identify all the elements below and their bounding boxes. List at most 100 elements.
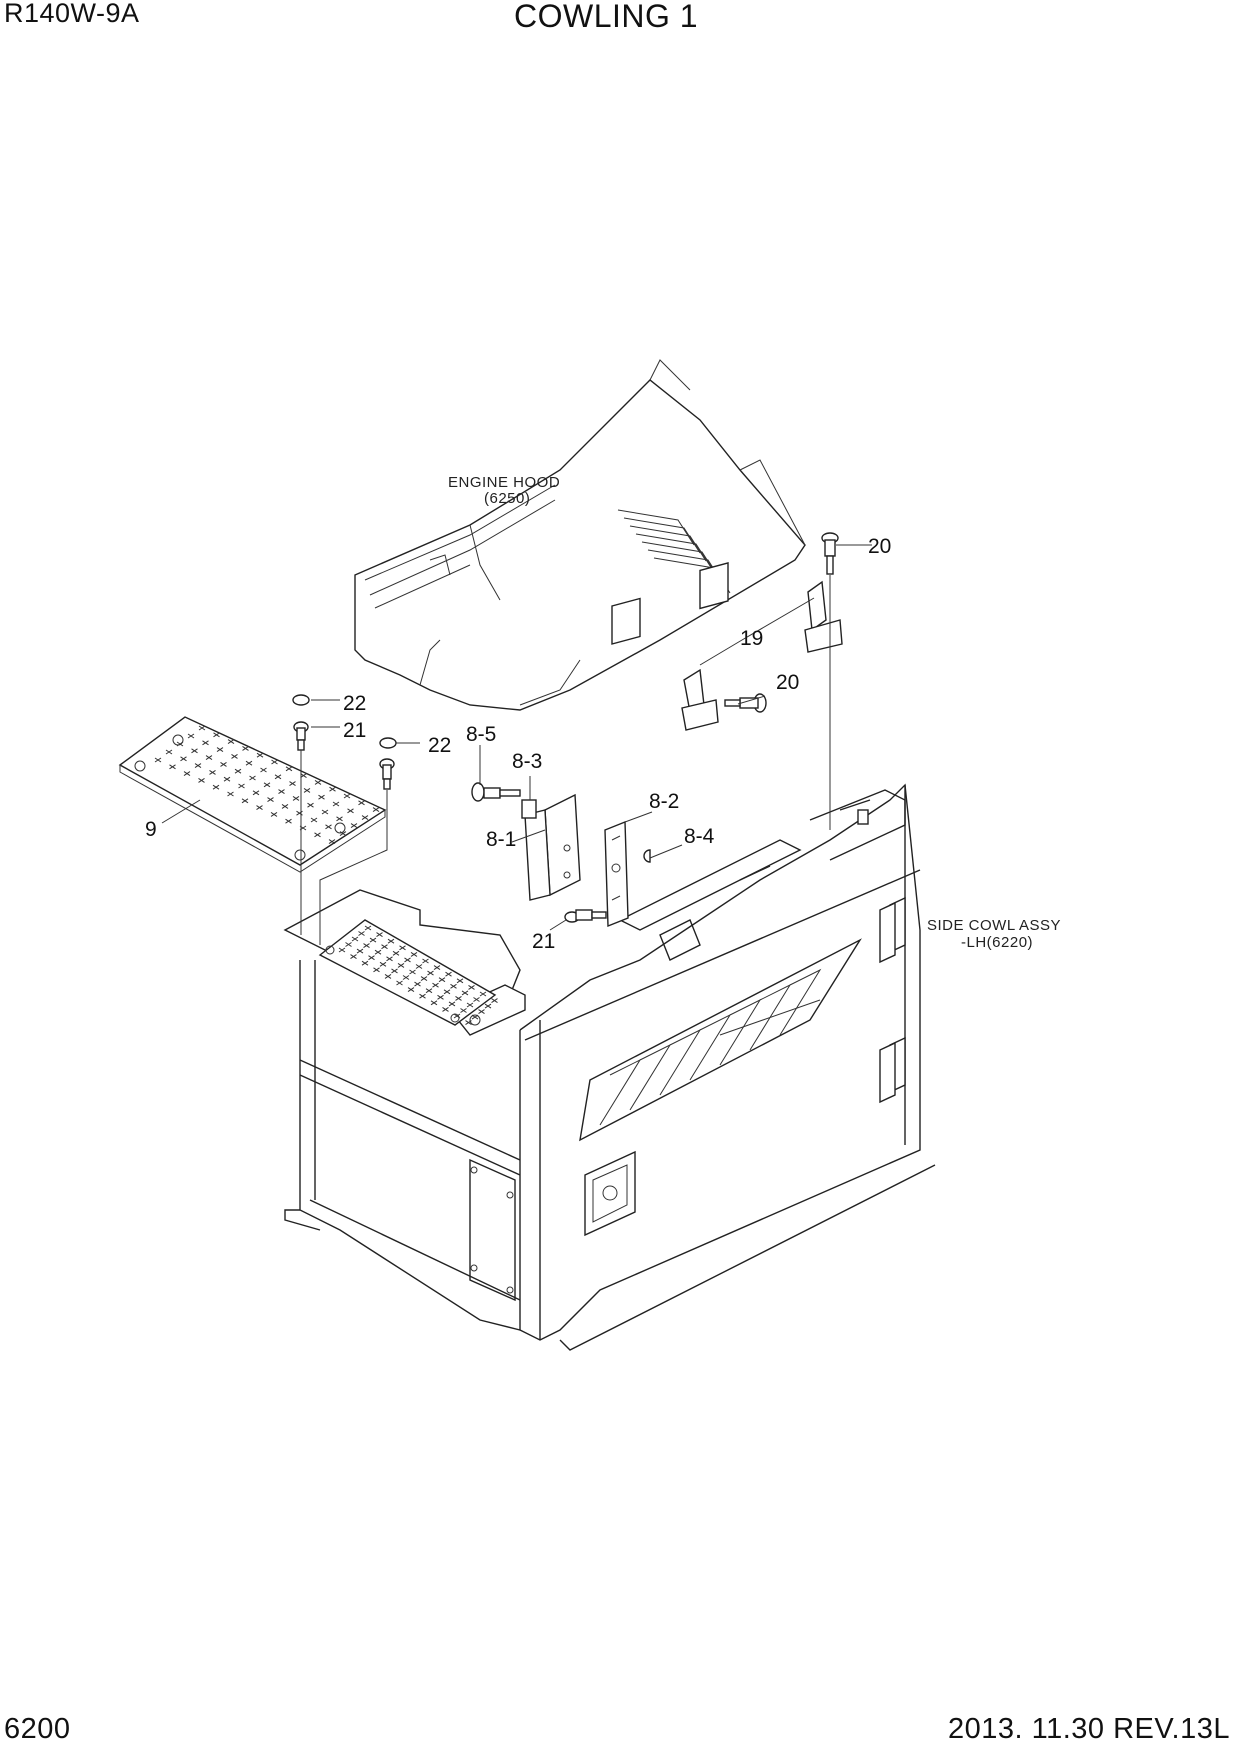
perforation-mark bbox=[274, 774, 282, 780]
perforation-mark bbox=[414, 981, 421, 987]
bolt-21-upper bbox=[293, 721, 309, 751]
callout-20-upper: 20 bbox=[868, 535, 891, 558]
perforation-mark bbox=[427, 970, 434, 976]
model-number: R140W-9A bbox=[4, 0, 140, 28]
perforation-mark bbox=[202, 740, 209, 746]
perforation-mark bbox=[415, 964, 423, 969]
leader-lines bbox=[161, 544, 872, 931]
perforation-mark bbox=[234, 768, 242, 774]
perforation-mark bbox=[450, 983, 457, 989]
perforation-mark bbox=[249, 775, 256, 781]
perforation-mark bbox=[356, 948, 364, 954]
side-cowl-label: SIDE COWL ASSY bbox=[927, 917, 1061, 934]
perforation-mark bbox=[336, 816, 343, 822]
side-cowl-hinges bbox=[879, 896, 906, 1104]
perforation-mark bbox=[318, 794, 325, 800]
perforation-mark bbox=[372, 807, 380, 813]
perforation-mark bbox=[227, 739, 235, 745]
perforation-mark bbox=[456, 978, 464, 984]
deck-step-plate bbox=[318, 919, 497, 1026]
perforation-mark bbox=[212, 784, 220, 790]
perforation-mark bbox=[363, 943, 370, 949]
perforation-mark bbox=[381, 944, 388, 950]
perforation-mark bbox=[241, 798, 249, 804]
perforation-mark bbox=[285, 766, 293, 772]
perforation-mark bbox=[387, 938, 395, 944]
perforation-mark bbox=[445, 971, 452, 977]
perforation-mark bbox=[252, 790, 260, 796]
step-plate-9 bbox=[118, 716, 387, 873]
perforation-mark bbox=[278, 789, 285, 795]
perforation-mark bbox=[292, 795, 300, 801]
perforation-mark bbox=[191, 748, 198, 754]
perforation-mark bbox=[180, 756, 187, 762]
callout-8-4: 8-4 bbox=[684, 825, 715, 848]
page-title: COWLING 1 bbox=[514, 0, 699, 34]
bolt-20-upper bbox=[821, 532, 839, 575]
perforation-mark bbox=[245, 760, 253, 766]
perforation-mark bbox=[270, 811, 278, 817]
bracket-8-1 bbox=[524, 793, 581, 901]
perforation-mark bbox=[339, 831, 347, 837]
perforation-mark bbox=[165, 749, 173, 755]
engine-hood-label: ENGINE HOOD bbox=[448, 474, 560, 491]
perforation-mark bbox=[260, 767, 267, 773]
perforation-mark bbox=[422, 958, 429, 964]
perforation-mark bbox=[220, 761, 227, 767]
perforation-mark bbox=[466, 1002, 474, 1008]
perforation-mark bbox=[437, 994, 444, 1000]
perforation-mark bbox=[392, 950, 400, 956]
perforation-mark bbox=[307, 802, 314, 808]
perforation-mark bbox=[350, 954, 357, 960]
perforation-mark bbox=[391, 968, 398, 974]
deck-step-perforations bbox=[338, 925, 498, 1026]
perforation-mark bbox=[242, 745, 249, 751]
perforation-mark bbox=[443, 989, 451, 995]
perforation-mark bbox=[368, 955, 375, 961]
callout-22-mid: 22 bbox=[428, 734, 451, 757]
perforation-mark bbox=[432, 982, 439, 988]
perforation-mark bbox=[358, 800, 365, 806]
perforation-mark bbox=[471, 1014, 479, 1020]
perforation-mark bbox=[343, 793, 351, 799]
perforation-mark bbox=[345, 942, 352, 947]
callout-19: 19 bbox=[740, 627, 763, 650]
plate-8-3 bbox=[521, 799, 537, 819]
callout-8-3: 8-3 bbox=[512, 750, 542, 773]
callout-8-5: 8-5 bbox=[466, 723, 496, 746]
perforation-mark bbox=[410, 951, 418, 957]
perforation-mark bbox=[338, 947, 346, 953]
washer-22-upper bbox=[292, 694, 310, 706]
bolt-20-lower bbox=[724, 693, 767, 713]
perforation-mark bbox=[303, 787, 311, 793]
perforation-mark bbox=[332, 801, 340, 807]
perforation-mark bbox=[169, 764, 176, 770]
perforation-mark bbox=[358, 931, 365, 936]
perforation-mark bbox=[442, 1006, 449, 1012]
exploded-view-guide-lines bbox=[300, 575, 831, 945]
perforation-mark bbox=[267, 797, 274, 803]
perforation-mark bbox=[194, 763, 202, 769]
perforation-mark bbox=[321, 809, 329, 815]
perforation-mark bbox=[361, 815, 369, 821]
perforation-mark bbox=[183, 771, 191, 777]
perforation-mark bbox=[350, 823, 358, 829]
perforation-mark bbox=[430, 1000, 438, 1006]
side-cowl-ref: -LH(6220) bbox=[961, 934, 1033, 951]
perforation-mark bbox=[438, 977, 446, 983]
perforation-mark bbox=[256, 752, 264, 758]
perforation-mark bbox=[448, 1001, 456, 1007]
perforation-mark bbox=[205, 755, 213, 761]
perforation-mark bbox=[361, 960, 369, 966]
callout-8-1: 8-1 bbox=[486, 828, 516, 851]
callout-20-lower: 20 bbox=[776, 671, 799, 694]
perforation-mark bbox=[227, 791, 234, 797]
perforation-mark bbox=[289, 781, 296, 787]
perforation-mark bbox=[420, 976, 428, 982]
perforation-mark bbox=[386, 956, 393, 962]
bolt-21-lower bbox=[564, 909, 607, 923]
perforation-mark bbox=[397, 962, 405, 968]
perforation-mark bbox=[461, 990, 469, 996]
side-cowl-louvers bbox=[599, 968, 822, 1126]
perforation-mark bbox=[256, 805, 263, 811]
